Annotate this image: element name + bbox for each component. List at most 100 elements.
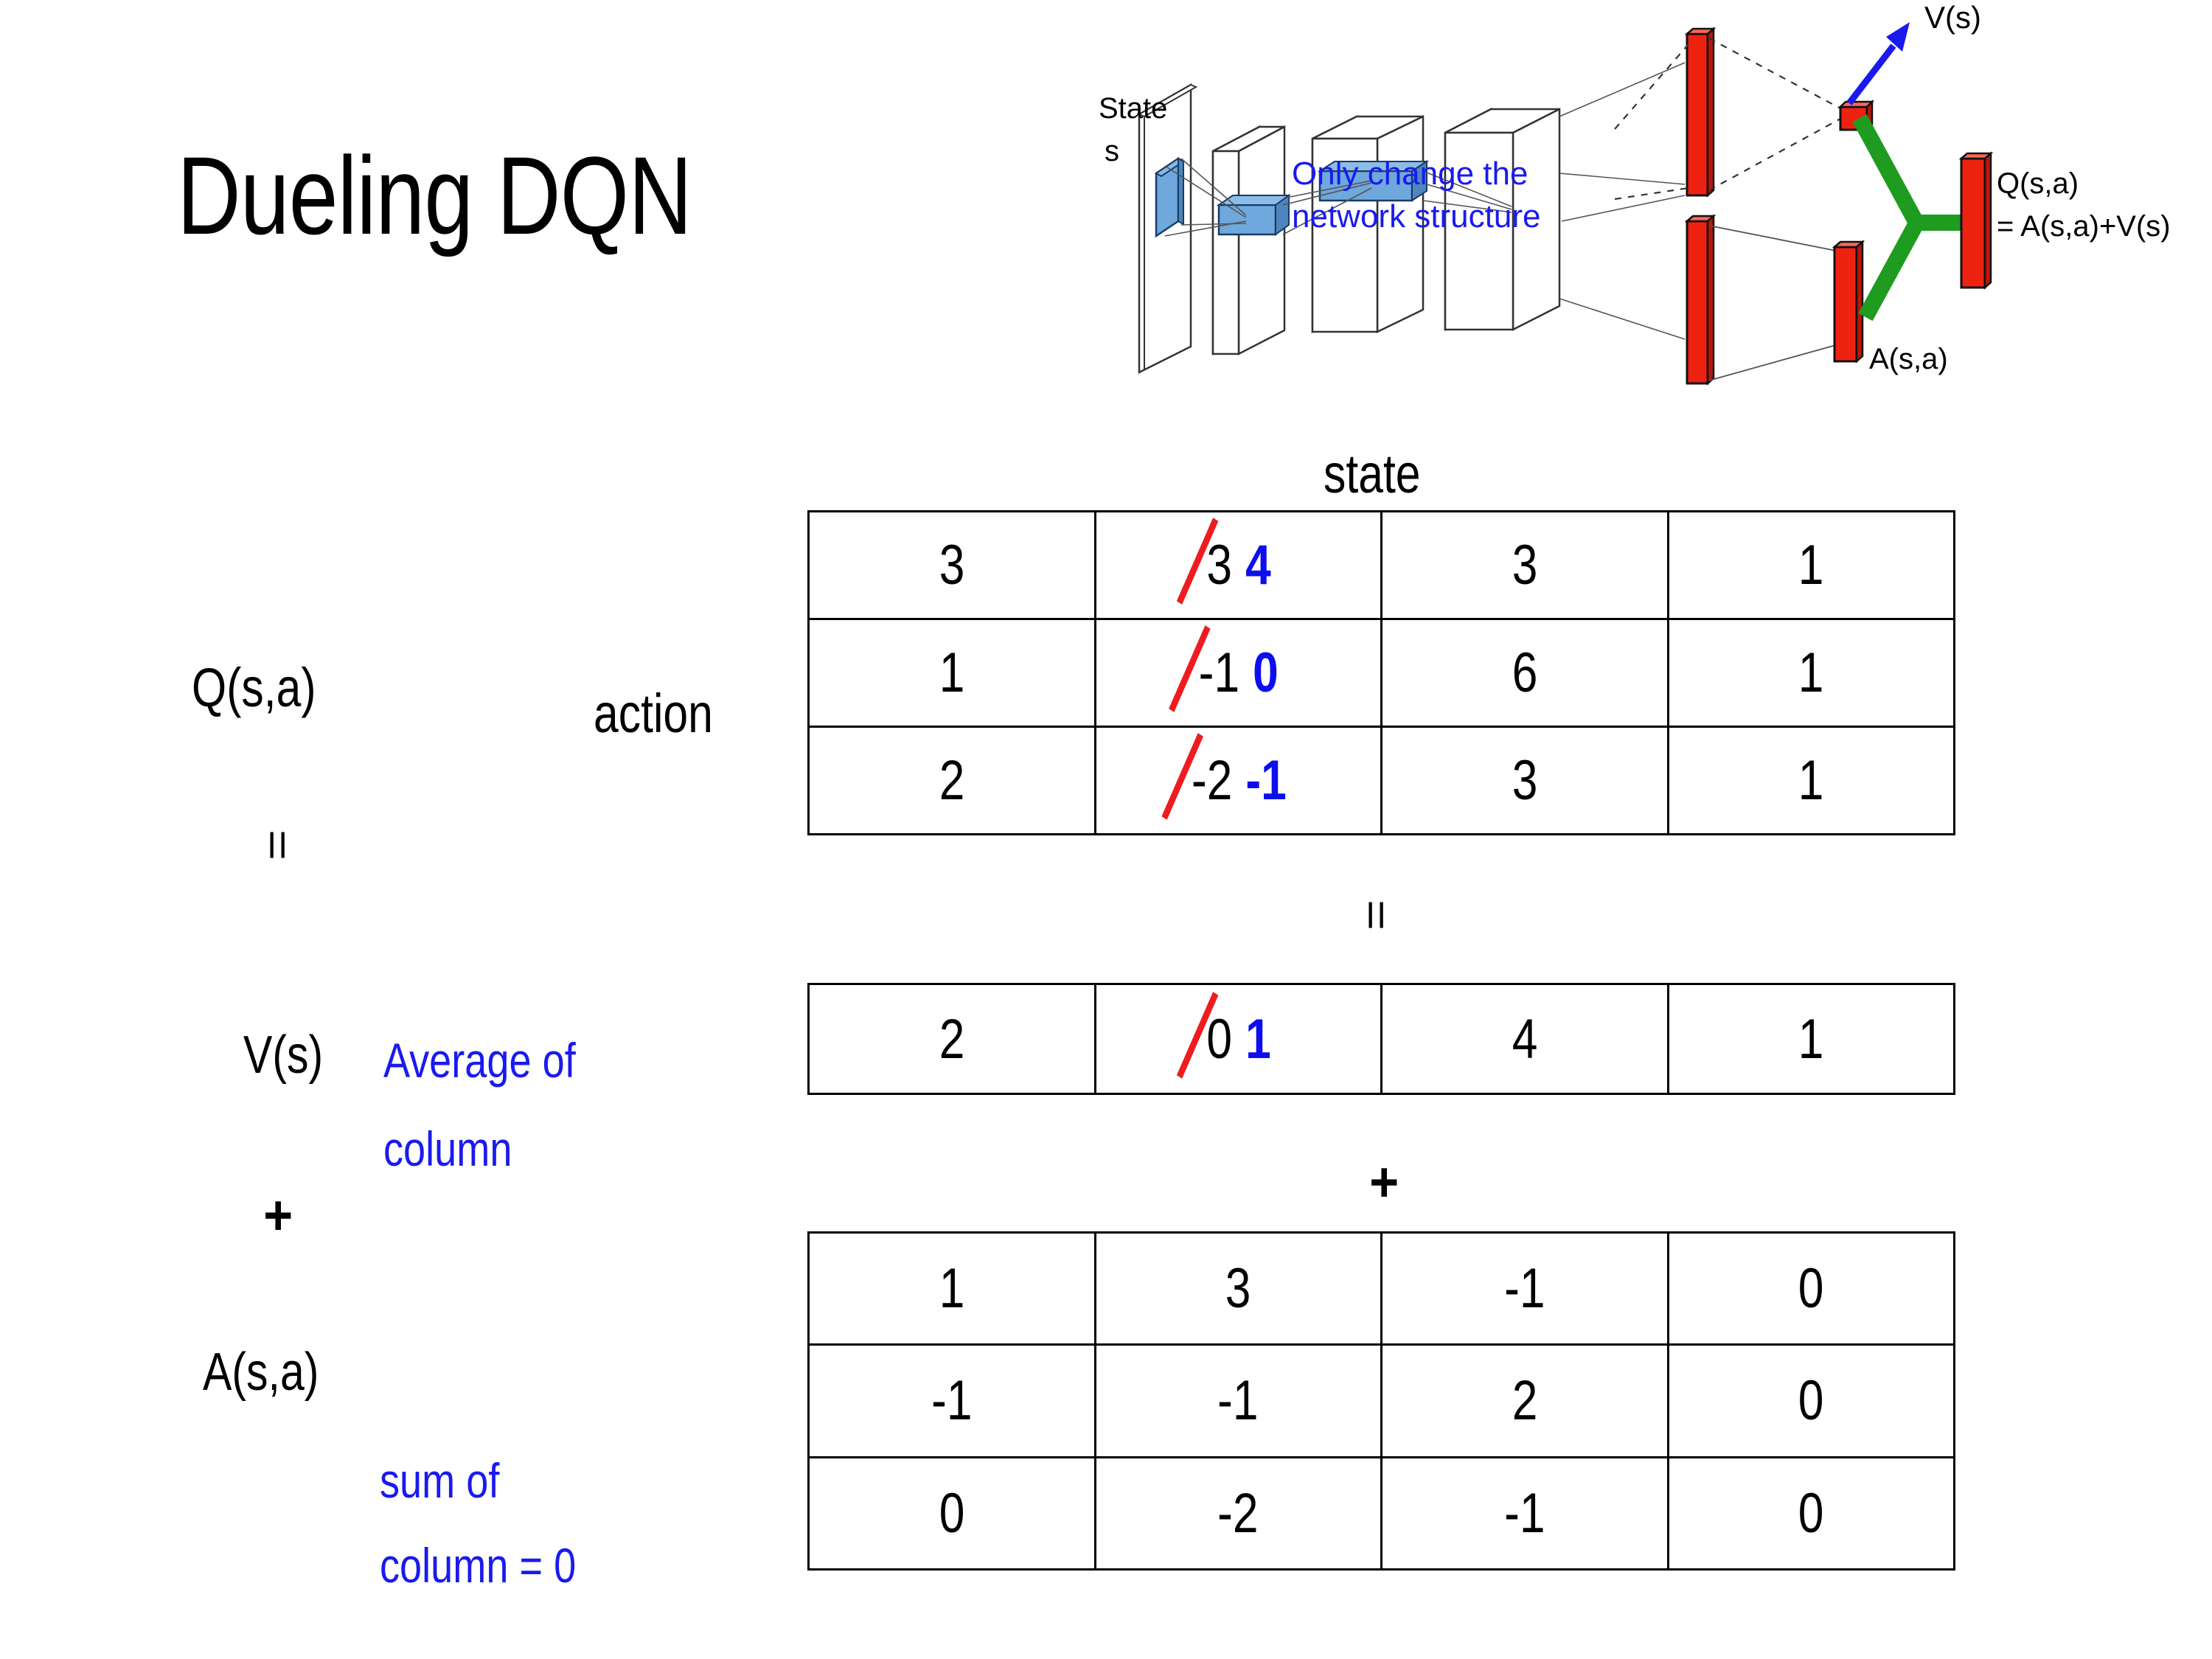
cell-a-0-1[interactable]: 3 <box>1093 1231 1382 1346</box>
cell-value: -1 <box>1217 1369 1259 1433</box>
new-value: 0 <box>1253 641 1279 704</box>
diagram-state-label-line1: State <box>1099 92 1167 125</box>
network-diagram-svg: V(s) A(s,a) <box>1099 0 2171 386</box>
input-patch-icon <box>1155 156 1185 238</box>
cell-q-1-3[interactable]: 1 <box>1666 618 1955 728</box>
plus-sign-left: + <box>263 1184 293 1247</box>
diagram-v-label: V(s) <box>1924 0 1981 35</box>
sum-note-line1: sum of <box>380 1453 500 1508</box>
diagram-note-line1: Only change the <box>1292 156 1528 192</box>
old-value: -2 <box>1191 749 1233 812</box>
table-row: 2 -2-1 3 1 <box>807 726 1955 835</box>
old-value: -1 <box>1198 641 1240 704</box>
advantage-value-table: 1 3 -1 0 -1 -1 2 0 0 -2 -1 0 <box>807 1231 1955 1571</box>
cell-a-0-0[interactable]: 1 <box>807 1231 1096 1346</box>
cell-value: 0 <box>1798 1369 1824 1433</box>
table-row: 0 -2 -1 0 <box>807 1455 1955 1571</box>
v-output-arrow-icon <box>1846 22 1910 105</box>
advantage-links <box>1708 225 1837 381</box>
cell-q-0-2[interactable]: 3 <box>1380 510 1669 620</box>
table-row: 1 3 -1 0 <box>807 1231 1955 1346</box>
cell-a-0-2[interactable]: -1 <box>1380 1231 1669 1346</box>
cell-a-1-3[interactable]: 0 <box>1666 1343 1955 1458</box>
cell-value: 2 <box>1512 1369 1538 1433</box>
cell-v-0-0[interactable]: 2 <box>807 983 1096 1095</box>
average-note-line1: Average of <box>383 1033 576 1088</box>
cell-a-2-0[interactable]: 0 <box>807 1455 1096 1571</box>
cell-value: -1 <box>1504 1481 1545 1545</box>
cell-a-2-2[interactable]: -1 <box>1380 1455 1669 1571</box>
a-function-label: A(s,a) <box>203 1343 319 1402</box>
cell-edited: -2-1 <box>1190 748 1287 813</box>
diagram-state-label-line2: s <box>1105 135 1119 167</box>
new-value: 1 <box>1245 1007 1271 1071</box>
cell-q-1-2[interactable]: 6 <box>1380 618 1669 728</box>
cell-a-2-1[interactable]: -2 <box>1093 1455 1382 1571</box>
cell-value: 3 <box>1512 534 1538 597</box>
cell-value: -1 <box>931 1369 973 1433</box>
cell-value: 3 <box>939 534 965 597</box>
old-value: 3 <box>1206 534 1233 597</box>
new-value: -1 <box>1245 749 1287 812</box>
cell-value: 0 <box>939 1481 965 1545</box>
action-axis-header: action <box>594 683 713 744</box>
q-output-bar-icon <box>1958 151 1994 290</box>
cell-value: 1 <box>939 641 965 704</box>
cell-a-0-3[interactable]: 0 <box>1666 1231 1955 1346</box>
diagram-note-line2: network structure <box>1292 198 1540 234</box>
cell-q-0-0[interactable]: 3 <box>807 510 1096 620</box>
conv-layer-3-icon <box>1444 107 1561 332</box>
conv-layer-1-icon <box>1211 125 1286 356</box>
cell-v-0-2[interactable]: 4 <box>1380 983 1669 1095</box>
cell-value: 1 <box>939 1257 965 1321</box>
table-row: -1 -1 2 0 <box>807 1343 1955 1458</box>
cell-value: 3 <box>1225 1257 1251 1321</box>
diagram-a-label: A(s,a) <box>1869 343 1948 375</box>
cell-q-1-0[interactable]: 1 <box>807 618 1096 728</box>
cell-value: 3 <box>1512 749 1538 812</box>
new-value: 4 <box>1245 534 1271 597</box>
cell-value: -2 <box>1217 1481 1259 1545</box>
cell-a-2-3[interactable]: 0 <box>1666 1455 1955 1571</box>
diagram-q-label-line2: = A(s,a)+V(s) <box>1997 210 2171 243</box>
cell-value: -1 <box>1504 1257 1545 1321</box>
cell-value: 0 <box>1798 1481 1824 1545</box>
v-function-label: V(s) <box>243 1026 324 1085</box>
cell-q-2-0[interactable]: 2 <box>807 726 1096 835</box>
cell-value: 2 <box>939 1007 965 1071</box>
conv-patch-1-icon <box>1216 194 1292 236</box>
cell-q-0-3[interactable]: 1 <box>1666 510 1955 620</box>
equals-sign-left: = <box>253 829 302 861</box>
state-axis-header: state <box>1324 443 1421 504</box>
advantage-stream-bar-icon <box>1684 214 1717 386</box>
advantage-output-bar-icon <box>1832 240 1865 364</box>
cell-a-1-2[interactable]: 2 <box>1380 1343 1669 1458</box>
cell-value: 1 <box>1798 1007 1824 1071</box>
cell-a-1-1[interactable]: -1 <box>1093 1343 1382 1458</box>
cell-q-2-2[interactable]: 3 <box>1380 726 1669 835</box>
green-merge-icon <box>1852 114 1965 321</box>
cell-q-2-3[interactable]: 1 <box>1666 726 1955 835</box>
cell-q-2-1[interactable]: -2-1 <box>1093 726 1382 835</box>
cell-value: 1 <box>1798 749 1824 812</box>
cell-v-0-3[interactable]: 1 <box>1666 983 1955 1095</box>
value-dashed-links <box>1614 38 1843 201</box>
sum-note-line2: column = 0 <box>380 1538 577 1593</box>
cell-a-1-0[interactable]: -1 <box>807 1343 1096 1458</box>
q-function-label: Q(s,a) <box>192 657 316 718</box>
plus-sign-middle: + <box>1369 1151 1399 1214</box>
value-stream-bar-icon <box>1684 27 1717 198</box>
conv-patch-2-icon <box>1317 160 1430 202</box>
old-value: 0 <box>1206 1007 1233 1071</box>
page-title: Dueling DQN <box>177 133 692 257</box>
